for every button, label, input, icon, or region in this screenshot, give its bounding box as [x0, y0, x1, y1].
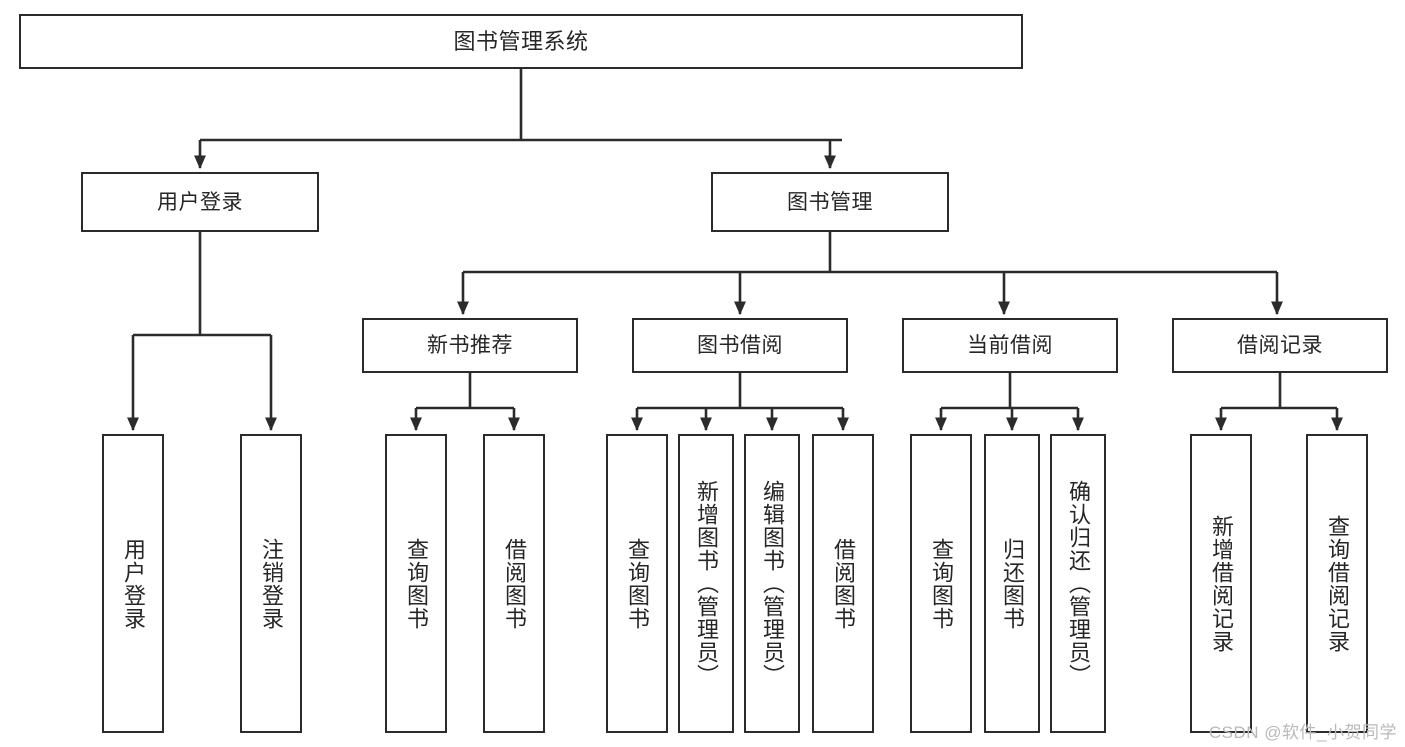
- leaf-label: 新增借阅记录: [1208, 514, 1234, 653]
- edge-bookmanage-to-level2: [457, 232, 1283, 316]
- leaf-label: 归还图书: [999, 537, 1025, 630]
- node-book-borrow[interactable]: 图书借阅: [632, 318, 848, 373]
- edge-currentborrow-to-leaves: [935, 373, 1084, 432]
- leaf-node-user-login[interactable]: 用户登录: [102, 434, 164, 733]
- csdn-watermark: CSDN @软件_小贺同学: [1208, 723, 1397, 742]
- leaf-node-query-book-current[interactable]: 查询图书: [910, 434, 972, 733]
- leaf-label: 新增图书（管理员）: [693, 480, 719, 687]
- leaf-node-borrow-book-new[interactable]: 借阅图书: [483, 434, 545, 733]
- leaf-label: 确认归还（管理员）: [1065, 480, 1091, 687]
- leaf-node-add-borrow-record[interactable]: 新增借阅记录: [1190, 434, 1252, 733]
- node-new-book-recommend[interactable]: 新书推荐: [362, 318, 578, 373]
- leaf-label: 借阅图书: [830, 537, 856, 630]
- leaf-node-logout[interactable]: 注销登录: [240, 434, 302, 733]
- node-label: 用户登录: [157, 190, 243, 214]
- node-root-system[interactable]: 图书管理系统: [19, 14, 1023, 69]
- leaf-node-query-book-new[interactable]: 查询图书: [385, 434, 447, 733]
- node-label: 图书借阅: [697, 334, 783, 357]
- node-book-manage[interactable]: 图书管理: [711, 172, 949, 232]
- node-label: 图书管理系统: [453, 28, 589, 54]
- edge-borrowrecord-to-leaves: [1215, 373, 1343, 432]
- edge-root-to-level1: [194, 69, 842, 170]
- leaf-node-edit-book-admin[interactable]: 编辑图书（管理员）: [744, 434, 800, 733]
- node-label: 图书管理: [787, 190, 873, 214]
- edge-userlogin-to-leaves: [127, 232, 277, 432]
- edge-bookborrow-to-leaves: [631, 373, 849, 432]
- leaf-node-query-book-borrow[interactable]: 查询图书: [606, 434, 668, 733]
- leaf-node-return-book[interactable]: 归还图书: [984, 434, 1040, 733]
- leaf-node-borrow-book[interactable]: 借阅图书: [812, 434, 874, 733]
- node-label: 借阅记录: [1237, 334, 1323, 357]
- leaf-label: 用户登录: [120, 537, 146, 630]
- node-user-login[interactable]: 用户登录: [81, 172, 319, 232]
- node-borrow-record[interactable]: 借阅记录: [1172, 318, 1388, 373]
- leaf-label: 注销登录: [258, 537, 284, 630]
- leaf-label: 查询图书: [403, 537, 429, 630]
- leaf-node-add-book-admin[interactable]: 新增图书（管理员）: [678, 434, 734, 733]
- edge-newbook-to-leaves: [410, 373, 520, 432]
- node-label: 当前借阅: [967, 334, 1053, 357]
- leaf-node-confirm-return-admin[interactable]: 确认归还（管理员）: [1050, 434, 1106, 733]
- leaf-label: 查询借阅记录: [1324, 514, 1350, 653]
- leaf-label: 查询图书: [928, 537, 954, 630]
- leaf-label: 编辑图书（管理员）: [759, 480, 785, 687]
- leaf-label: 查询图书: [624, 537, 650, 630]
- leaf-label: 借阅图书: [501, 537, 527, 630]
- leaf-node-query-borrow-record[interactable]: 查询借阅记录: [1306, 434, 1368, 733]
- node-current-borrow[interactable]: 当前借阅: [902, 318, 1118, 373]
- node-label: 新书推荐: [427, 334, 513, 357]
